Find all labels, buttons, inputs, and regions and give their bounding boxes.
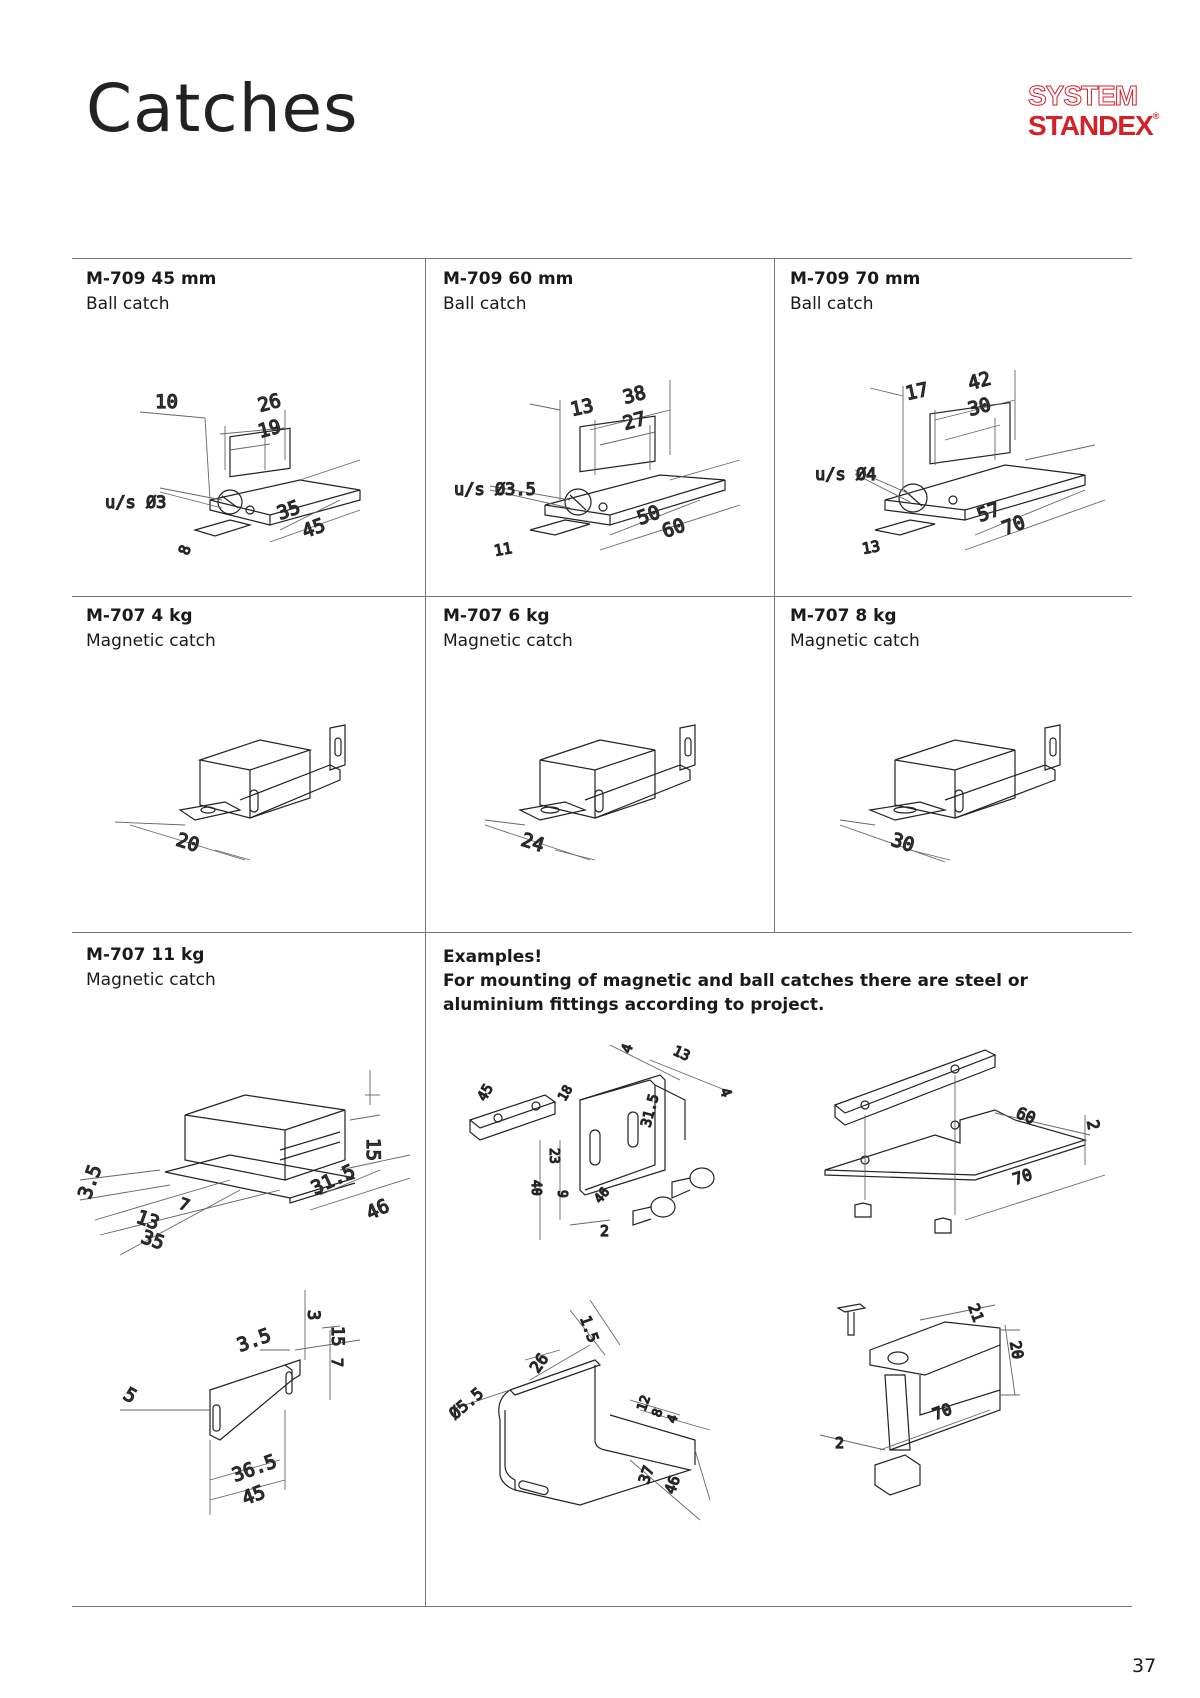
dim-label: 13 bbox=[670, 1043, 692, 1065]
dim-label: 45 bbox=[475, 1081, 497, 1104]
product-title: M-709 45 mm bbox=[86, 269, 217, 289]
dim-label: 15 bbox=[362, 1138, 384, 1161]
dim-label: 26 bbox=[256, 390, 284, 417]
dim-label: 23 bbox=[546, 1148, 561, 1164]
dim-label: 3 bbox=[303, 1310, 323, 1320]
product-title: M-709 60 mm bbox=[443, 269, 574, 289]
dim-label: 20 bbox=[1006, 1340, 1027, 1361]
page-title: Catches bbox=[86, 70, 359, 147]
dim-label: 1.5 bbox=[576, 1313, 602, 1345]
dim-label: 8 bbox=[175, 543, 195, 558]
product-title: M-709 70 mm bbox=[790, 269, 921, 289]
row-divider-2 bbox=[72, 596, 1132, 597]
dim-label: 2 bbox=[1083, 1118, 1103, 1131]
dim-label: 31.5 bbox=[308, 1160, 359, 1199]
product-title: M-707 6 kg bbox=[443, 606, 550, 626]
magnetic-catch-11kg-plate-drawing: 3 3.5 5 15 7 36.5 45 bbox=[119, 1290, 361, 1515]
magnetic-catch-11kg-top-drawing: 15 3.5 13 7 35 31.5 46 bbox=[73, 1070, 411, 1256]
dim-label: 38 bbox=[621, 382, 649, 409]
dim-label: 2 bbox=[600, 1222, 609, 1240]
example-fitting-2-drawing: 60 2 70 bbox=[824, 1049, 1106, 1234]
row-divider-3 bbox=[72, 932, 1132, 933]
col-divider-1b bbox=[425, 932, 426, 1606]
dim-label: 31.5 bbox=[638, 1092, 662, 1129]
dim-label: 18 bbox=[555, 1083, 576, 1104]
col-divider-1a bbox=[425, 258, 426, 932]
page-number: 37 bbox=[1132, 1655, 1157, 1677]
ball-catch-70-drawing: 17 42 30 57 70 13 u/s Ø4 bbox=[814, 367, 1106, 559]
example-fitting-4-drawing: 21 20 70 2 bbox=[819, 1301, 1028, 1496]
product-subtitle: Magnetic catch bbox=[443, 631, 573, 651]
dim-label: 12 bbox=[635, 1394, 654, 1414]
product-title: M-707 4 kg bbox=[86, 606, 193, 626]
example-fitting-1-drawing: 4 13 4 45 18 31.5 23 40 9 46 2 bbox=[468, 1041, 735, 1241]
dim-label: 60 bbox=[659, 514, 688, 543]
magnetic-catch-8kg-drawing: 30 bbox=[839, 724, 1061, 863]
ball-catch-60-drawing: 13 38 27 50 60 11 u/s Ø3.5 bbox=[453, 380, 741, 561]
dim-label: 70 bbox=[930, 1399, 955, 1423]
row-divider-top bbox=[72, 258, 1132, 259]
dim-label: 7 bbox=[177, 1194, 193, 1215]
dim-label: 10 bbox=[155, 391, 178, 413]
product-subtitle: Ball catch bbox=[86, 294, 170, 314]
dim-label: 7 bbox=[328, 1358, 346, 1367]
dim-label: 36.5 bbox=[229, 1450, 280, 1486]
example-fitting-3-drawing: 1.5 26 Ø5.5 12 8 4 37 46 bbox=[445, 1299, 711, 1521]
dim-label: 60 bbox=[1014, 1103, 1039, 1128]
product-subtitle: Ball catch bbox=[443, 294, 527, 314]
brand-logo: SYSTEM STANDEX® bbox=[1028, 80, 1160, 148]
examples-title: Examples! bbox=[443, 947, 543, 967]
product-subtitle: Magnetic catch bbox=[86, 970, 216, 990]
screw-label: u/s Ø4 bbox=[815, 465, 876, 485]
dim-label: 2 bbox=[835, 1434, 844, 1452]
dim-label: 46 bbox=[363, 1195, 393, 1225]
dim-label: 30 bbox=[888, 829, 917, 857]
dim-label: 46 bbox=[661, 1473, 684, 1496]
dim-label: 13 bbox=[861, 537, 882, 558]
dim-label: 46 bbox=[592, 1185, 614, 1207]
logo-line1: SYSTEM bbox=[1028, 80, 1139, 111]
dim-label: 24 bbox=[518, 829, 547, 857]
dim-label: 15 bbox=[327, 1326, 347, 1346]
dim-label: 70 bbox=[1010, 1165, 1034, 1189]
magnetic-catch-6kg-drawing: 24 bbox=[484, 724, 696, 861]
product-title: M-707 11 kg bbox=[86, 945, 205, 965]
product-title: M-707 8 kg bbox=[790, 606, 897, 626]
product-subtitle: Magnetic catch bbox=[790, 631, 920, 651]
screw-label: u/s Ø3.5 bbox=[454, 480, 536, 500]
screw-label: u/s Ø3 bbox=[105, 493, 166, 513]
dim-label: 17 bbox=[903, 379, 930, 405]
dim-label: 50 bbox=[634, 501, 663, 530]
col-divider-2a bbox=[774, 258, 775, 932]
dim-label: 13 bbox=[568, 395, 595, 421]
dim-label: 3.5 bbox=[234, 1324, 274, 1356]
dim-label: 3.5 bbox=[74, 1162, 106, 1202]
product-subtitle: Magnetic catch bbox=[86, 631, 216, 651]
dim-label: 40 bbox=[528, 1180, 543, 1196]
dim-label: 5 bbox=[120, 1383, 141, 1408]
examples-text: For mounting of magnetic and ball catche… bbox=[443, 971, 1028, 1015]
dim-label: 57 bbox=[974, 498, 1003, 527]
ball-catch-45-drawing: 10 26 19 35 45 8 u/s Ø3 bbox=[104, 389, 361, 558]
dim-label: 20 bbox=[173, 829, 202, 857]
dim-label: 9 bbox=[554, 1190, 569, 1198]
dim-label: 11 bbox=[493, 539, 514, 560]
dim-label: 35 bbox=[138, 1226, 167, 1255]
dim-label: 27 bbox=[621, 408, 649, 435]
row-divider-bottom bbox=[72, 1606, 1132, 1607]
dim-label: 19 bbox=[256, 416, 284, 443]
dim-label: 30 bbox=[966, 394, 994, 421]
dim-label: 21 bbox=[964, 1301, 987, 1324]
product-subtitle: Ball catch bbox=[790, 294, 874, 314]
magnetic-catch-4kg-drawing: 20 bbox=[114, 724, 346, 861]
dim-label: 42 bbox=[966, 368, 994, 395]
logo-line2: STANDEX® bbox=[1028, 110, 1159, 141]
dim-label: Ø5.5 bbox=[445, 1384, 487, 1423]
dim-label: 4 bbox=[619, 1042, 637, 1055]
